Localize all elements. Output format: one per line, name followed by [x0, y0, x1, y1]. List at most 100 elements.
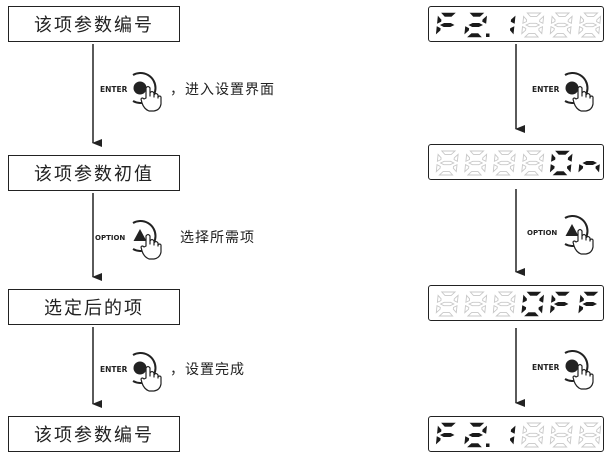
- segment: [525, 160, 541, 166]
- segment: [439, 301, 455, 307]
- segment: [510, 294, 516, 304]
- step-label: 该项参数编号: [34, 425, 154, 446]
- segment-digit: [435, 150, 459, 176]
- segment: [465, 153, 471, 163]
- segment: [522, 153, 528, 163]
- segment-digit: [509, 425, 516, 445]
- segment: [496, 301, 512, 307]
- segment: [523, 443, 540, 448]
- segment: [583, 422, 599, 427]
- segment: [521, 163, 527, 173]
- segment: [509, 304, 515, 314]
- segment: [552, 33, 568, 38]
- key-caption: OPTION: [95, 234, 125, 242]
- segment: [468, 301, 484, 307]
- segment: [580, 443, 597, 448]
- segment: [539, 153, 545, 163]
- segment: [468, 22, 483, 28]
- segment: [481, 304, 487, 314]
- segment: [523, 171, 540, 176]
- segment: [440, 150, 457, 155]
- segment: [579, 15, 585, 25]
- segment: [596, 15, 602, 25]
- segment-display-initial-value: [428, 144, 604, 180]
- segment: [552, 443, 568, 448]
- enter-key-icon: ENTER: [532, 350, 594, 390]
- segment: [482, 425, 487, 434]
- key-caption: ENTER: [532, 85, 560, 94]
- segment: [435, 304, 441, 314]
- segment: [453, 294, 459, 304]
- segment: [539, 15, 545, 25]
- segment: [467, 33, 482, 38]
- segment: [549, 305, 555, 314]
- segment: [525, 432, 541, 438]
- segment: [526, 12, 542, 17]
- segment: [440, 291, 457, 296]
- segment: [552, 171, 568, 176]
- segment: [553, 22, 569, 28]
- segment: [579, 294, 584, 303]
- segment: [509, 163, 515, 173]
- segment: [452, 304, 458, 314]
- segment: [595, 435, 601, 445]
- segment: [465, 294, 471, 304]
- segment-digit: [464, 150, 488, 176]
- segment: [435, 163, 441, 173]
- segment: [566, 25, 572, 35]
- segment: [538, 163, 544, 173]
- segment: [523, 33, 540, 38]
- step-label: 选定后的项: [44, 298, 144, 319]
- segment: [438, 312, 454, 317]
- segment-digits: [435, 150, 600, 176]
- step-label: 该项参数初值: [34, 164, 154, 185]
- segment: [468, 432, 483, 438]
- segment: [496, 160, 512, 166]
- segment: [549, 164, 555, 173]
- segment: [492, 304, 498, 314]
- segment: [555, 291, 570, 296]
- segment: [466, 171, 483, 176]
- segment: [522, 294, 527, 303]
- key-caption: ENTER: [100, 365, 128, 374]
- enter-key-icon: ENTER: [100, 72, 162, 112]
- segment-digits: [435, 422, 602, 448]
- segment: [510, 15, 516, 24]
- segment: [526, 291, 542, 296]
- segment: [526, 422, 542, 427]
- decimal-point: [486, 33, 490, 37]
- segment-digit: [549, 422, 573, 448]
- segment-digit: [464, 422, 490, 448]
- segment: [435, 26, 441, 35]
- segment-digit: [521, 291, 544, 317]
- step-selected-item-box: 选定后的项: [8, 289, 180, 325]
- segment: [554, 12, 571, 17]
- segment-display-parameter-number-return: [428, 416, 604, 452]
- segment: [595, 164, 600, 173]
- segment: [553, 432, 569, 438]
- segment: [567, 15, 573, 25]
- segment-digit: [521, 422, 545, 448]
- segment: [493, 294, 499, 304]
- enter-key-icon: ENTER: [532, 72, 594, 112]
- segment: [566, 164, 572, 173]
- action-select-item-label: 选择所需项: [180, 230, 255, 246]
- segment: [595, 25, 601, 35]
- segment: [524, 312, 539, 317]
- segment: [553, 301, 569, 307]
- segment: [495, 171, 511, 176]
- segment-digit: [492, 291, 516, 317]
- key-caption: ENTER: [100, 85, 128, 94]
- segment-digit: [578, 160, 600, 173]
- segment: [522, 15, 528, 25]
- segment: [567, 153, 573, 162]
- segment: [436, 153, 442, 163]
- segment: [550, 425, 556, 435]
- segment: [521, 435, 527, 445]
- step-label: 该项参数编号: [34, 15, 154, 36]
- option-key-icon: OPTION: [527, 215, 594, 255]
- segment: [567, 425, 573, 435]
- segment: [453, 153, 459, 163]
- segment: [525, 22, 541, 28]
